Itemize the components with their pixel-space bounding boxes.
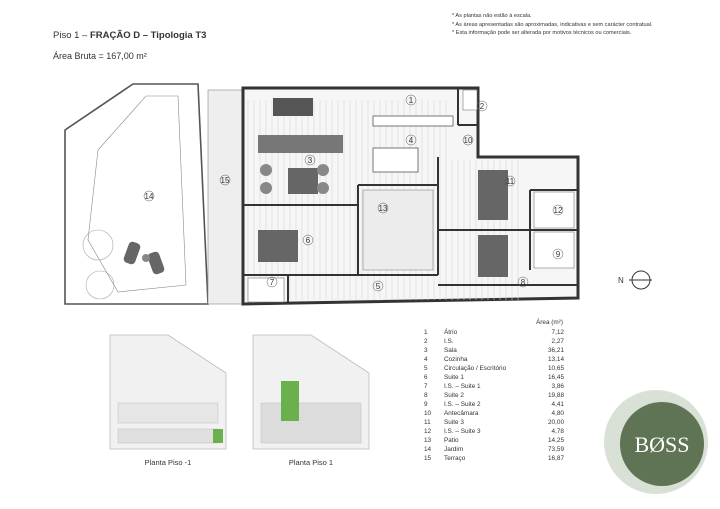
- thumbnail-label-minus-1: Planta Piso -1: [144, 458, 192, 467]
- note-line: * As plantas não estão à escala.: [452, 13, 532, 19]
- garden-area: [64, 83, 209, 305]
- room-number-7: 7: [270, 278, 275, 287]
- room-number-10: 10: [464, 136, 473, 145]
- note-line: * Esta informação pode ser alterada por …: [452, 30, 632, 37]
- bed-suite-1: [258, 230, 298, 262]
- room-number-11: 11: [506, 177, 515, 186]
- room-number-9: 9: [556, 250, 561, 259]
- logo-text: BØSS: [634, 432, 689, 457]
- room-number-8: 8: [521, 278, 526, 287]
- legend-header: Área (m²): [536, 319, 563, 326]
- room-number-2: 2: [480, 102, 485, 111]
- room-number-1: 1: [409, 96, 414, 105]
- room-number-15: 15: [221, 176, 230, 185]
- terrace: [207, 89, 244, 305]
- room-number-6: 6: [306, 236, 311, 245]
- plan-title: Piso 1 – FRAÇÃO D – Tipologia T3: [53, 30, 207, 41]
- room-number-3: 3: [308, 156, 313, 165]
- bed-suite-3: [478, 170, 508, 220]
- room-number-5: 5: [376, 282, 381, 291]
- floor-plan: 1 2 3 4 5 6 7 8 9 10 11 12 13 14 15: [64, 83, 580, 306]
- room-number-13: 13: [379, 204, 388, 213]
- north-compass-icon: N: [618, 270, 652, 290]
- thumbnail-floor-1: [252, 334, 370, 450]
- disclaimer-notes: * As plantas não estão à escala. * As ár…: [452, 12, 707, 38]
- note-line: * As áreas apresentadas são aproximadas,…: [452, 21, 653, 28]
- room-number-4: 4: [409, 136, 414, 145]
- room-number-14: 14: [145, 192, 154, 201]
- thumbnail-floor-minus-1: [109, 334, 227, 450]
- thumbnail-label-1: Planta Piso 1: [288, 458, 334, 467]
- gross-area: Área Bruta = 167,00 m²: [53, 51, 147, 61]
- boss-logo: BØSS: [604, 390, 708, 494]
- compass-label: N: [618, 276, 624, 285]
- bed-suite-2: [478, 235, 508, 277]
- patio: [362, 189, 434, 271]
- room-number-12: 12: [554, 206, 563, 215]
